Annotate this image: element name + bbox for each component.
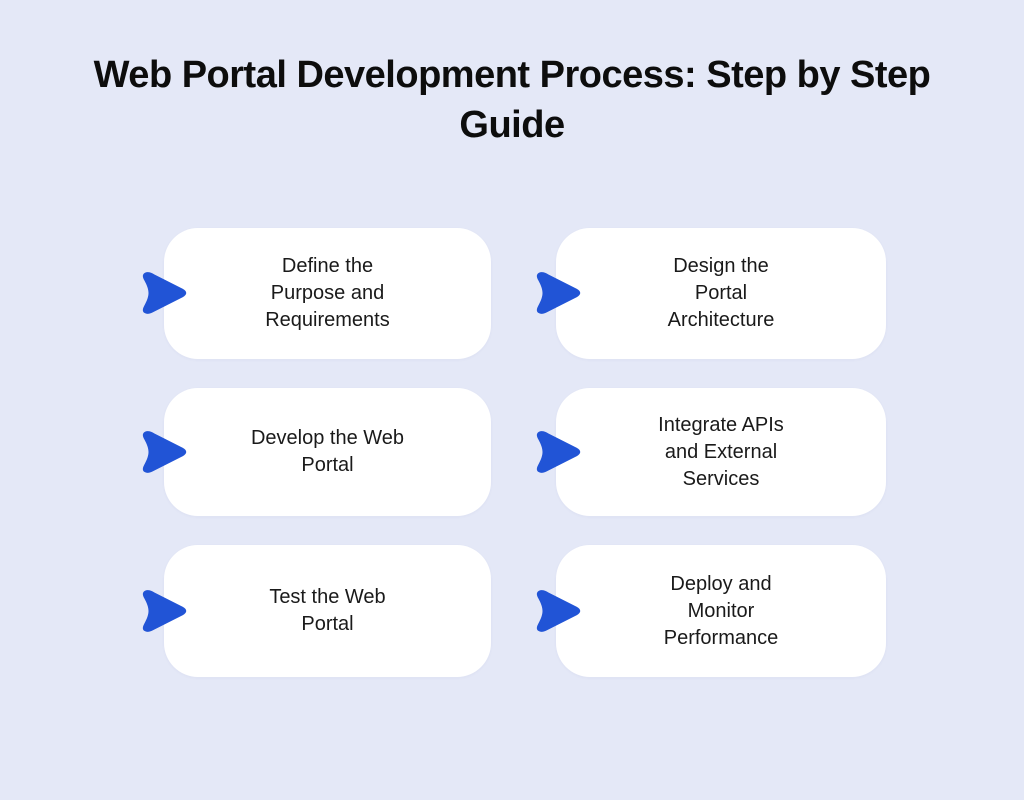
step-card-test-portal: Test the Web Portal [164,545,491,677]
arrow-right-icon [138,430,190,474]
step-card-integrate-apis: Integrate APIs and External Services [556,388,886,516]
step-label: Design the Portal Architecture [667,255,775,331]
step-card-design-architecture: Design the Portal Architecture [556,228,886,359]
step-label: Deploy and Monitor Performance [663,572,779,649]
arrow-right-icon [532,589,584,633]
arrow-right-icon [532,430,584,474]
arrow-right-icon [532,271,584,315]
step-label: Define the Purpose and Requirements [265,255,390,331]
step-label: Develop the Web Portal [250,427,405,476]
page-title: Web Portal Development Process: Step by … [93,54,931,147]
step-label: Integrate APIs and External Services [658,413,784,490]
arrow-right-icon [138,589,190,633]
step-label: Test the Web Portal [269,586,386,635]
step-card-deploy-monitor: Deploy and Monitor Performance [556,545,886,677]
step-card-define-purpose: Define the Purpose and Requirements [164,228,491,359]
step-card-develop-portal: Develop the Web Portal [164,388,491,516]
arrow-right-icon [138,271,190,315]
